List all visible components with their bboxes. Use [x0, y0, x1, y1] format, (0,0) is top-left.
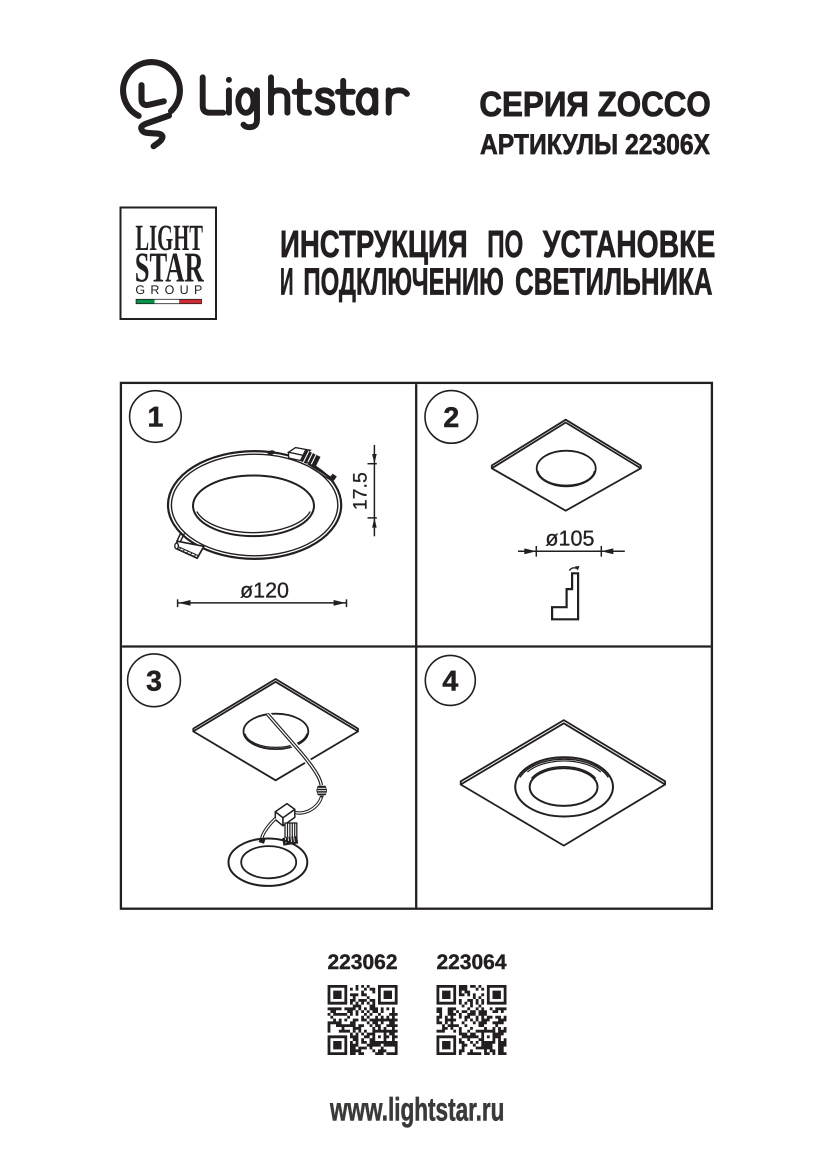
svg-text:3: 3	[146, 666, 162, 698]
svg-text:2: 2	[443, 402, 459, 434]
svg-text:ø120: ø120	[240, 578, 289, 602]
svg-text:STAR: STAR	[135, 244, 205, 291]
svg-text:4: 4	[442, 666, 458, 698]
svg-text:GROUP: GROUP	[135, 283, 202, 297]
svg-text:ø105: ø105	[545, 526, 594, 550]
svg-text:17.5: 17.5	[350, 472, 372, 510]
svg-text:СЕРИЯ ZOCCO: СЕРИЯ ZOCCO	[479, 85, 710, 124]
svg-text:www.lightstar.ru: www.lightstar.ru	[329, 1091, 504, 1127]
svg-text:АРТИКУЛЫ 22306X: АРТИКУЛЫ 22306X	[480, 129, 710, 161]
svg-text:223062: 223062	[327, 951, 397, 974]
svg-text:223064: 223064	[436, 951, 506, 974]
svg-text:LIGHT: LIGHT	[135, 218, 203, 259]
svg-text:1: 1	[147, 402, 163, 434]
